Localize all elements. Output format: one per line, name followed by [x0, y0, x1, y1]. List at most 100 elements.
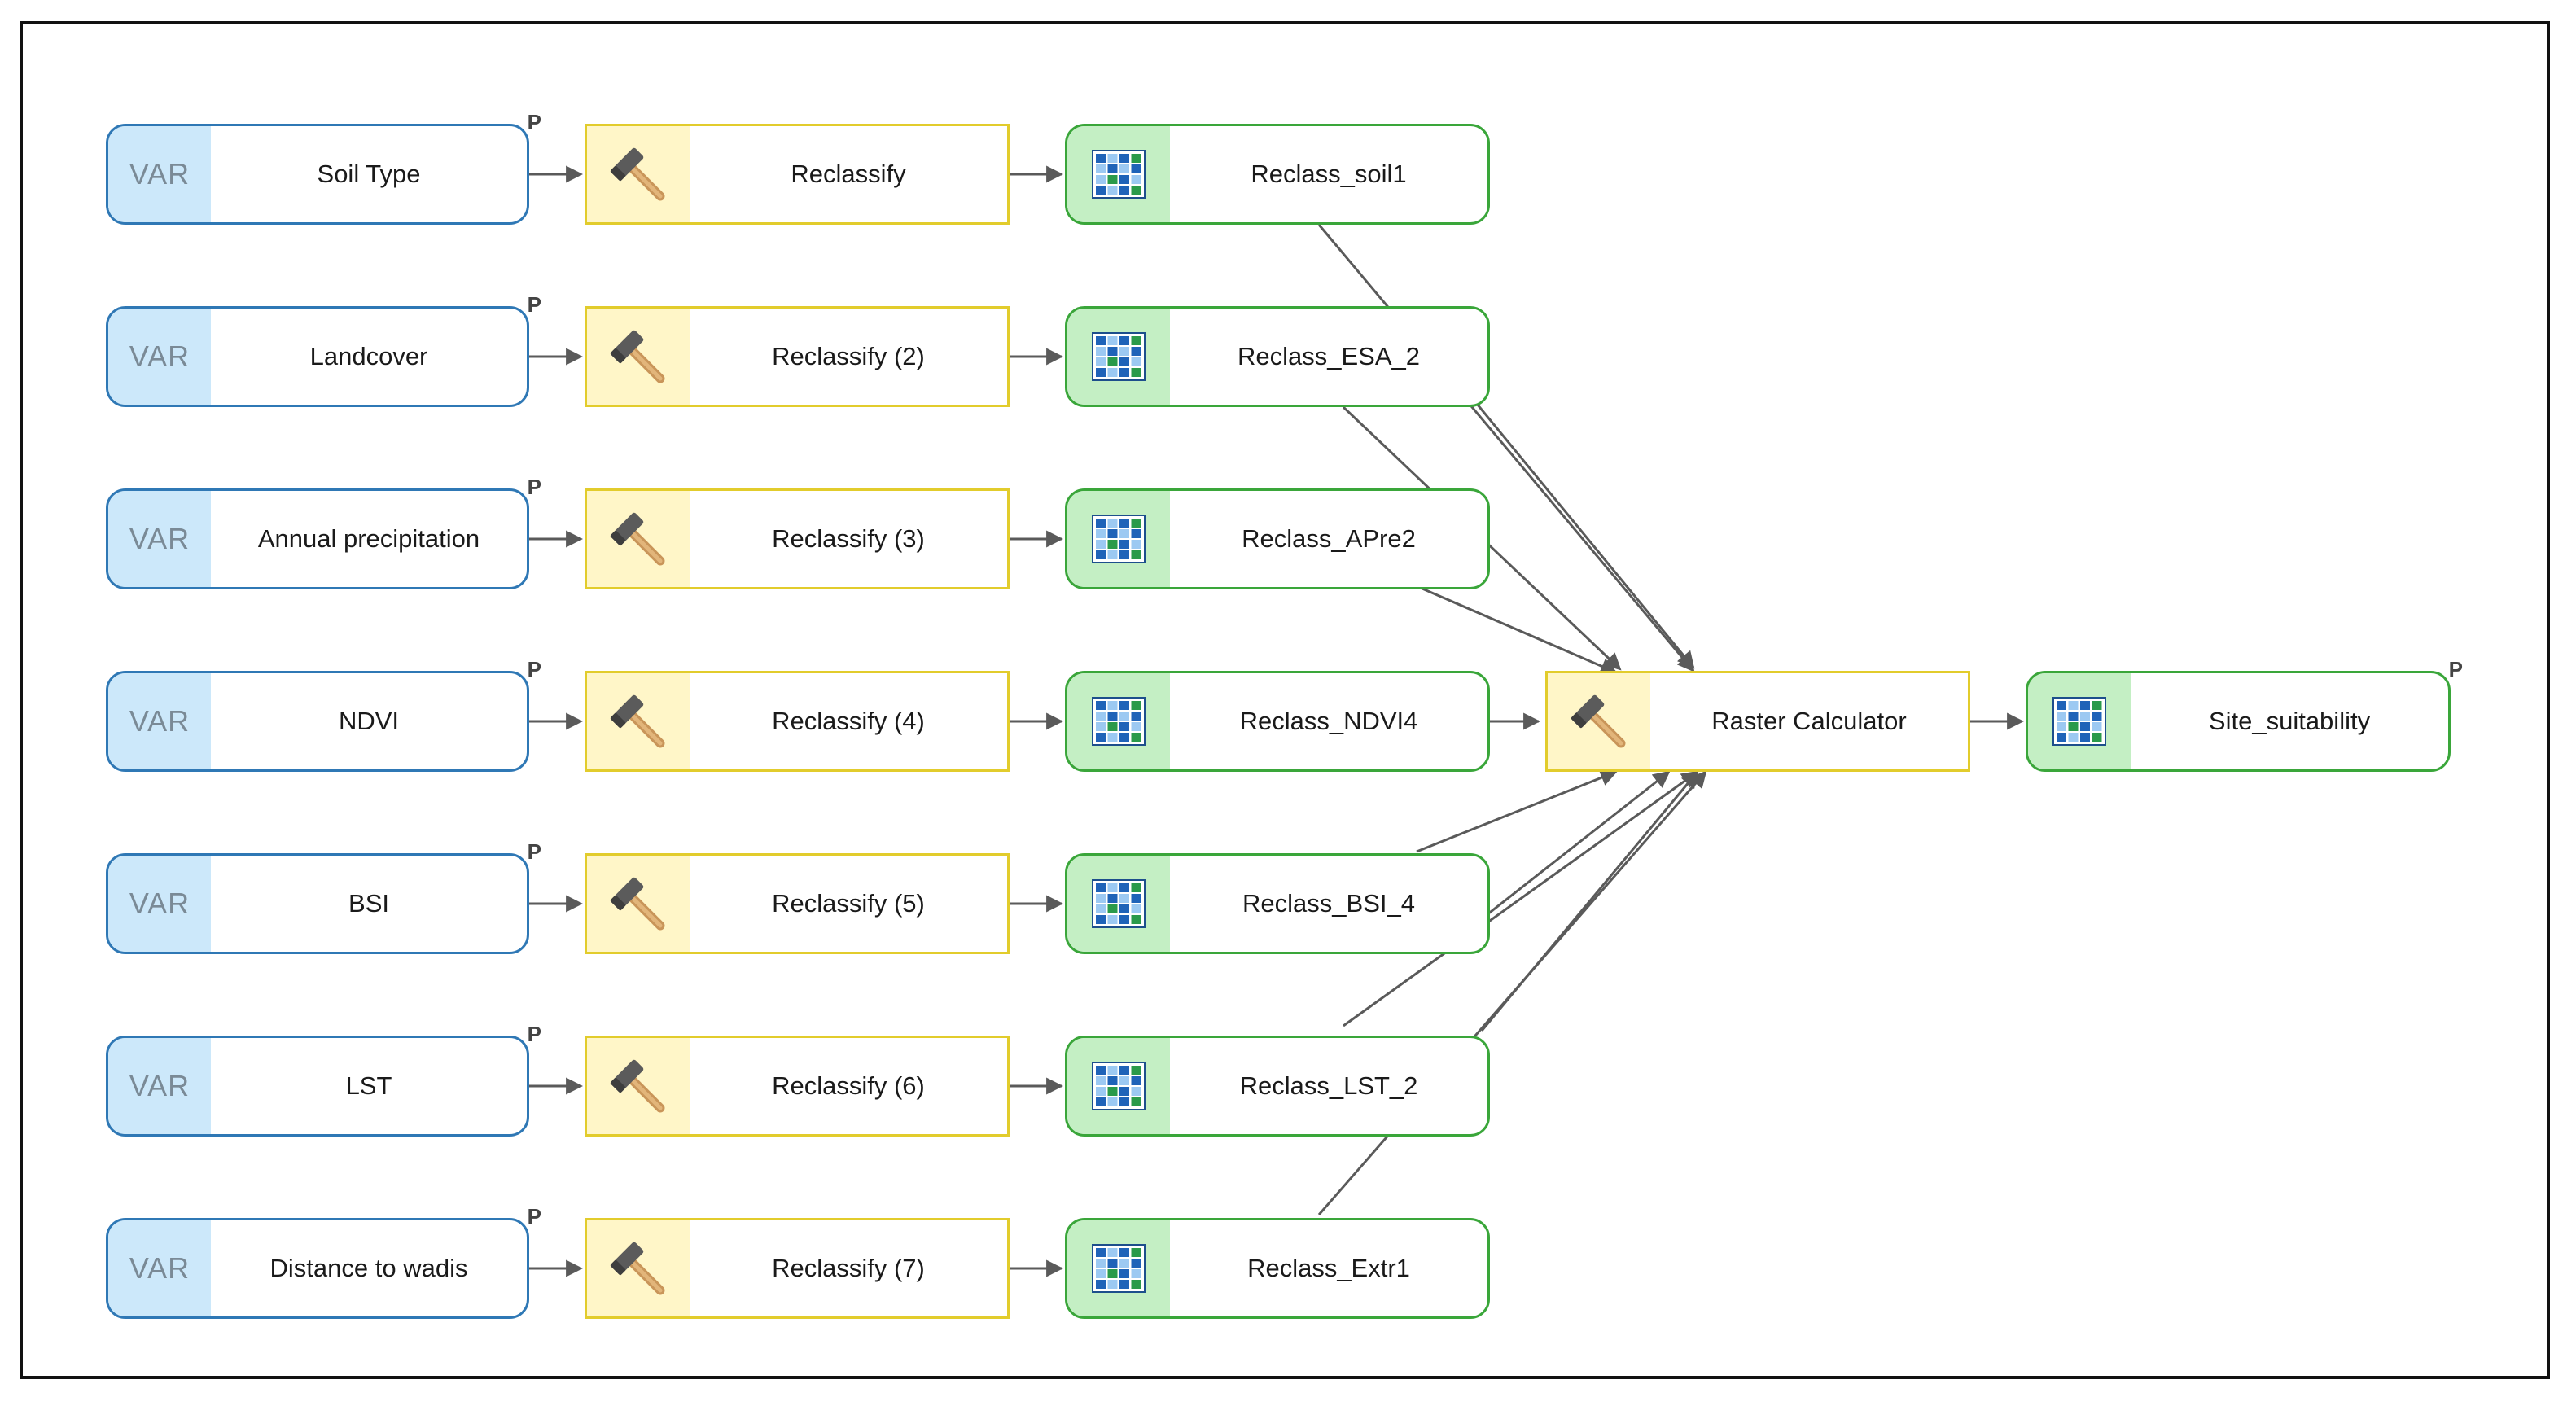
- node-label: NDVI: [338, 707, 400, 735]
- node-label: Soil Type: [317, 160, 421, 188]
- output-raster-3[interactable]: Reclass_APre2: [1065, 488, 1490, 589]
- input-variable-1[interactable]: VAR Soil Type P: [106, 110, 541, 225]
- raster-grid-icon: [2052, 697, 2106, 746]
- tool-icon-area: [587, 1038, 690, 1134]
- connector-output-to-calculator: [1317, 224, 1695, 672]
- node-label: Reclassify (5): [772, 889, 925, 918]
- tool-reclassify-5[interactable]: Reclassify (5): [585, 853, 1010, 954]
- tool-reclassify-3[interactable]: Reclassify (3): [585, 488, 1010, 589]
- raster-icon-area: [1067, 309, 1170, 405]
- output-raster-5[interactable]: Reclass_BSI_4: [1065, 853, 1490, 954]
- node-label: Reclass_ESA_2: [1237, 342, 1420, 370]
- node-label: Reclassify (6): [772, 1071, 925, 1100]
- node-label: Reclassify (7): [772, 1254, 925, 1282]
- output-site-suitability[interactable]: Site_suitability P: [2026, 657, 2463, 772]
- tool-raster-calculator[interactable]: Raster Calculator: [1545, 671, 1970, 772]
- node-label: Raster Calculator: [1711, 707, 1907, 735]
- raster-grid-icon: [1092, 879, 1146, 928]
- raster-grid-icon: [1092, 515, 1146, 563]
- raster-icon-area: [1067, 1038, 1170, 1134]
- connector-output-to-calculator: [1343, 770, 1699, 1027]
- variable-icon-text: VAR: [129, 522, 191, 555]
- variable-icon-text: VAR: [129, 1069, 191, 1102]
- node-label: Reclassify (3): [772, 524, 925, 553]
- node-label: Reclass_LST_2: [1239, 1071, 1418, 1100]
- connector-output-to-calculator: [1475, 403, 1695, 669]
- tool-icon-area: [587, 126, 690, 222]
- connector-output-to-calculator: [1416, 769, 1618, 853]
- parameter-marker: P: [527, 475, 541, 499]
- parameter-marker: P: [527, 292, 541, 317]
- input-variable-4[interactable]: VAR NDVI P: [106, 657, 541, 772]
- output-raster-2[interactable]: Reclass_ESA_2: [1065, 306, 1490, 407]
- variable-icon: VAR: [108, 856, 211, 952]
- tool-reclassify-4[interactable]: Reclassify (4): [585, 671, 1010, 772]
- variable-icon-text: VAR: [129, 339, 191, 373]
- raster-grid-icon: [1092, 1062, 1146, 1110]
- node-label: Annual precipitation: [257, 524, 480, 553]
- parameter-marker: P: [2448, 657, 2463, 681]
- node-label: Reclassify (2): [772, 342, 925, 370]
- variable-icon-text: VAR: [129, 887, 191, 920]
- parameter-marker: P: [527, 839, 541, 864]
- raster-grid-icon: [1092, 150, 1146, 199]
- variable-icon: VAR: [108, 126, 211, 222]
- node-label: Reclassify: [791, 160, 906, 188]
- input-variable-5[interactable]: VAR BSI P: [106, 839, 541, 954]
- tool-reclassify-7[interactable]: Reclassify (7): [585, 1218, 1010, 1319]
- variable-icon-text: VAR: [129, 157, 191, 191]
- node-label: Reclassify (4): [772, 707, 925, 735]
- node-label: Distance to wadis: [269, 1254, 468, 1282]
- raster-icon-area: [1067, 1220, 1170, 1316]
- output-raster-4[interactable]: Reclass_NDVI4: [1065, 671, 1490, 772]
- output-raster-7[interactable]: Reclass_Extr1: [1065, 1218, 1490, 1319]
- hammer-icon: [610, 1242, 665, 1295]
- raster-icon-area: [1067, 673, 1170, 769]
- hammer-icon: [610, 330, 665, 383]
- tool-icon-area: [1548, 673, 1650, 769]
- output-raster-6[interactable]: Reclass_LST_2: [1065, 1036, 1490, 1137]
- tool-icon-area: [587, 673, 690, 769]
- variable-icon: VAR: [108, 673, 211, 769]
- parameter-marker: P: [527, 110, 541, 134]
- tool-icon-area: [587, 491, 690, 587]
- node-label: Reclass_NDVI4: [1239, 707, 1418, 735]
- node-label: Reclass_soil1: [1251, 160, 1407, 188]
- hammer-icon: [610, 694, 665, 748]
- raster-grid-icon: [1092, 332, 1146, 381]
- hammer-icon: [610, 877, 665, 931]
- diagram-frame: [20, 21, 2550, 1379]
- variable-icon-text: VAR: [129, 704, 191, 738]
- node-label: BSI: [348, 889, 389, 918]
- tool-icon-area: [587, 309, 690, 405]
- output-raster-1[interactable]: Reclass_soil1: [1065, 124, 1490, 225]
- node-label: LST: [345, 1071, 392, 1100]
- variable-icon: VAR: [108, 1220, 211, 1316]
- variable-icon: VAR: [108, 491, 211, 587]
- node-label: Reclass_BSI_4: [1242, 889, 1415, 918]
- tool-reclassify-2[interactable]: Reclassify (2): [585, 306, 1010, 407]
- raster-icon-area: [2028, 673, 2131, 769]
- raster-grid-icon: [1092, 697, 1146, 746]
- tool-reclassify-6[interactable]: Reclassify (6): [585, 1036, 1010, 1137]
- connector-output-to-calculator: [1317, 770, 1707, 1215]
- connector-output-to-calculator: [1416, 585, 1618, 675]
- tool-icon-area: [587, 856, 690, 952]
- node-label: Site_suitability: [2208, 707, 2371, 735]
- hammer-icon: [610, 147, 665, 201]
- hammer-icon: [1571, 694, 1626, 748]
- parameter-marker: P: [527, 657, 541, 681]
- input-variable-3[interactable]: VAR Annual precipitation P: [106, 475, 541, 589]
- tool-icon-area: [587, 1220, 690, 1316]
- raster-icon-area: [1067, 126, 1170, 222]
- node-label: Reclass_APre2: [1242, 524, 1416, 553]
- raster-icon-area: [1067, 491, 1170, 587]
- tool-reclassify-1[interactable]: Reclassify: [585, 124, 1010, 225]
- variable-icon: VAR: [108, 1038, 211, 1134]
- node-label: Reclass_Extr1: [1247, 1254, 1410, 1282]
